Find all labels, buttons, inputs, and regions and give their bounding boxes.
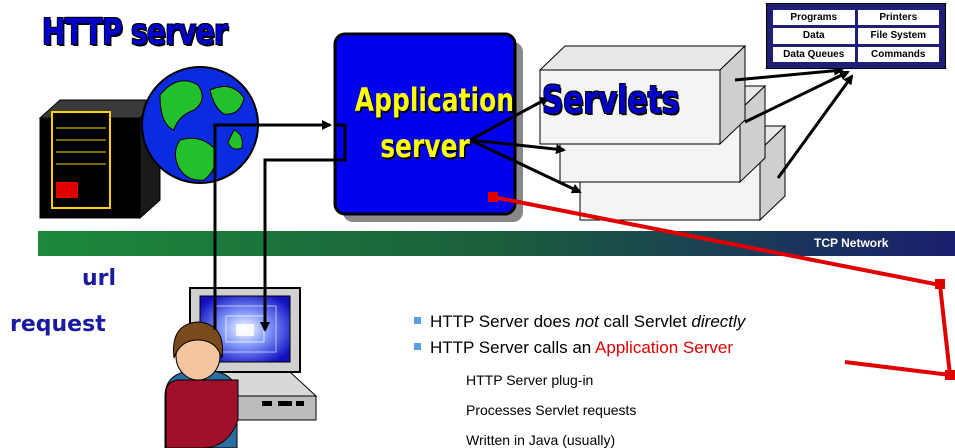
app-server-label-line2: server xyxy=(380,127,470,165)
bullet-highlight: Application Server xyxy=(595,338,733,357)
http-server-title: HTTP server xyxy=(42,12,228,53)
sub-item-written-java: Written in Java (usually) xyxy=(466,432,616,448)
tcp-network-label: TCP Network xyxy=(814,236,889,250)
app-server-callout xyxy=(488,192,955,380)
bullet-not-direct: HTTP Server does not call Servlet direct… xyxy=(414,312,745,332)
bullet-marker xyxy=(414,317,421,325)
request-arrows xyxy=(213,120,347,332)
app-server-label-line1: Application xyxy=(354,81,515,119)
bullet-marker xyxy=(414,343,421,351)
resource-programs: Programs xyxy=(773,10,855,26)
bullet-text: HTTP Server calls an xyxy=(430,338,596,357)
bullet-text: call Servlet xyxy=(598,312,692,331)
tcp-network-band xyxy=(38,231,955,256)
sub-item-processes: Processes Servlet requests xyxy=(466,402,637,418)
bullet-text: HTTP Server does xyxy=(430,312,576,331)
resource-commands: Commands xyxy=(857,46,939,62)
person-icon xyxy=(164,321,239,448)
servlet-dispatch-arrows xyxy=(469,96,582,194)
resource-arrows xyxy=(734,65,854,179)
globe-icon xyxy=(141,66,259,184)
url-label: url xyxy=(82,266,117,291)
resource-data: Data xyxy=(773,28,855,44)
bullet-emphasis: not xyxy=(575,312,599,331)
bullet-calls-app-server: HTTP Server calls an Application Server xyxy=(414,338,733,358)
servlet-stack xyxy=(538,44,787,222)
bullet-emphasis: directly xyxy=(691,312,746,331)
resource-data-queues: Data Queues xyxy=(773,46,855,62)
sub-item-plugin: HTTP Server plug-in xyxy=(466,372,594,388)
resource-file-system: File System xyxy=(857,28,939,44)
servlets-label: Servlets xyxy=(542,78,680,122)
resource-table: Programs Printers Data File System Data … xyxy=(766,3,946,69)
request-label: request xyxy=(10,312,106,337)
resource-printers: Printers xyxy=(857,10,939,26)
